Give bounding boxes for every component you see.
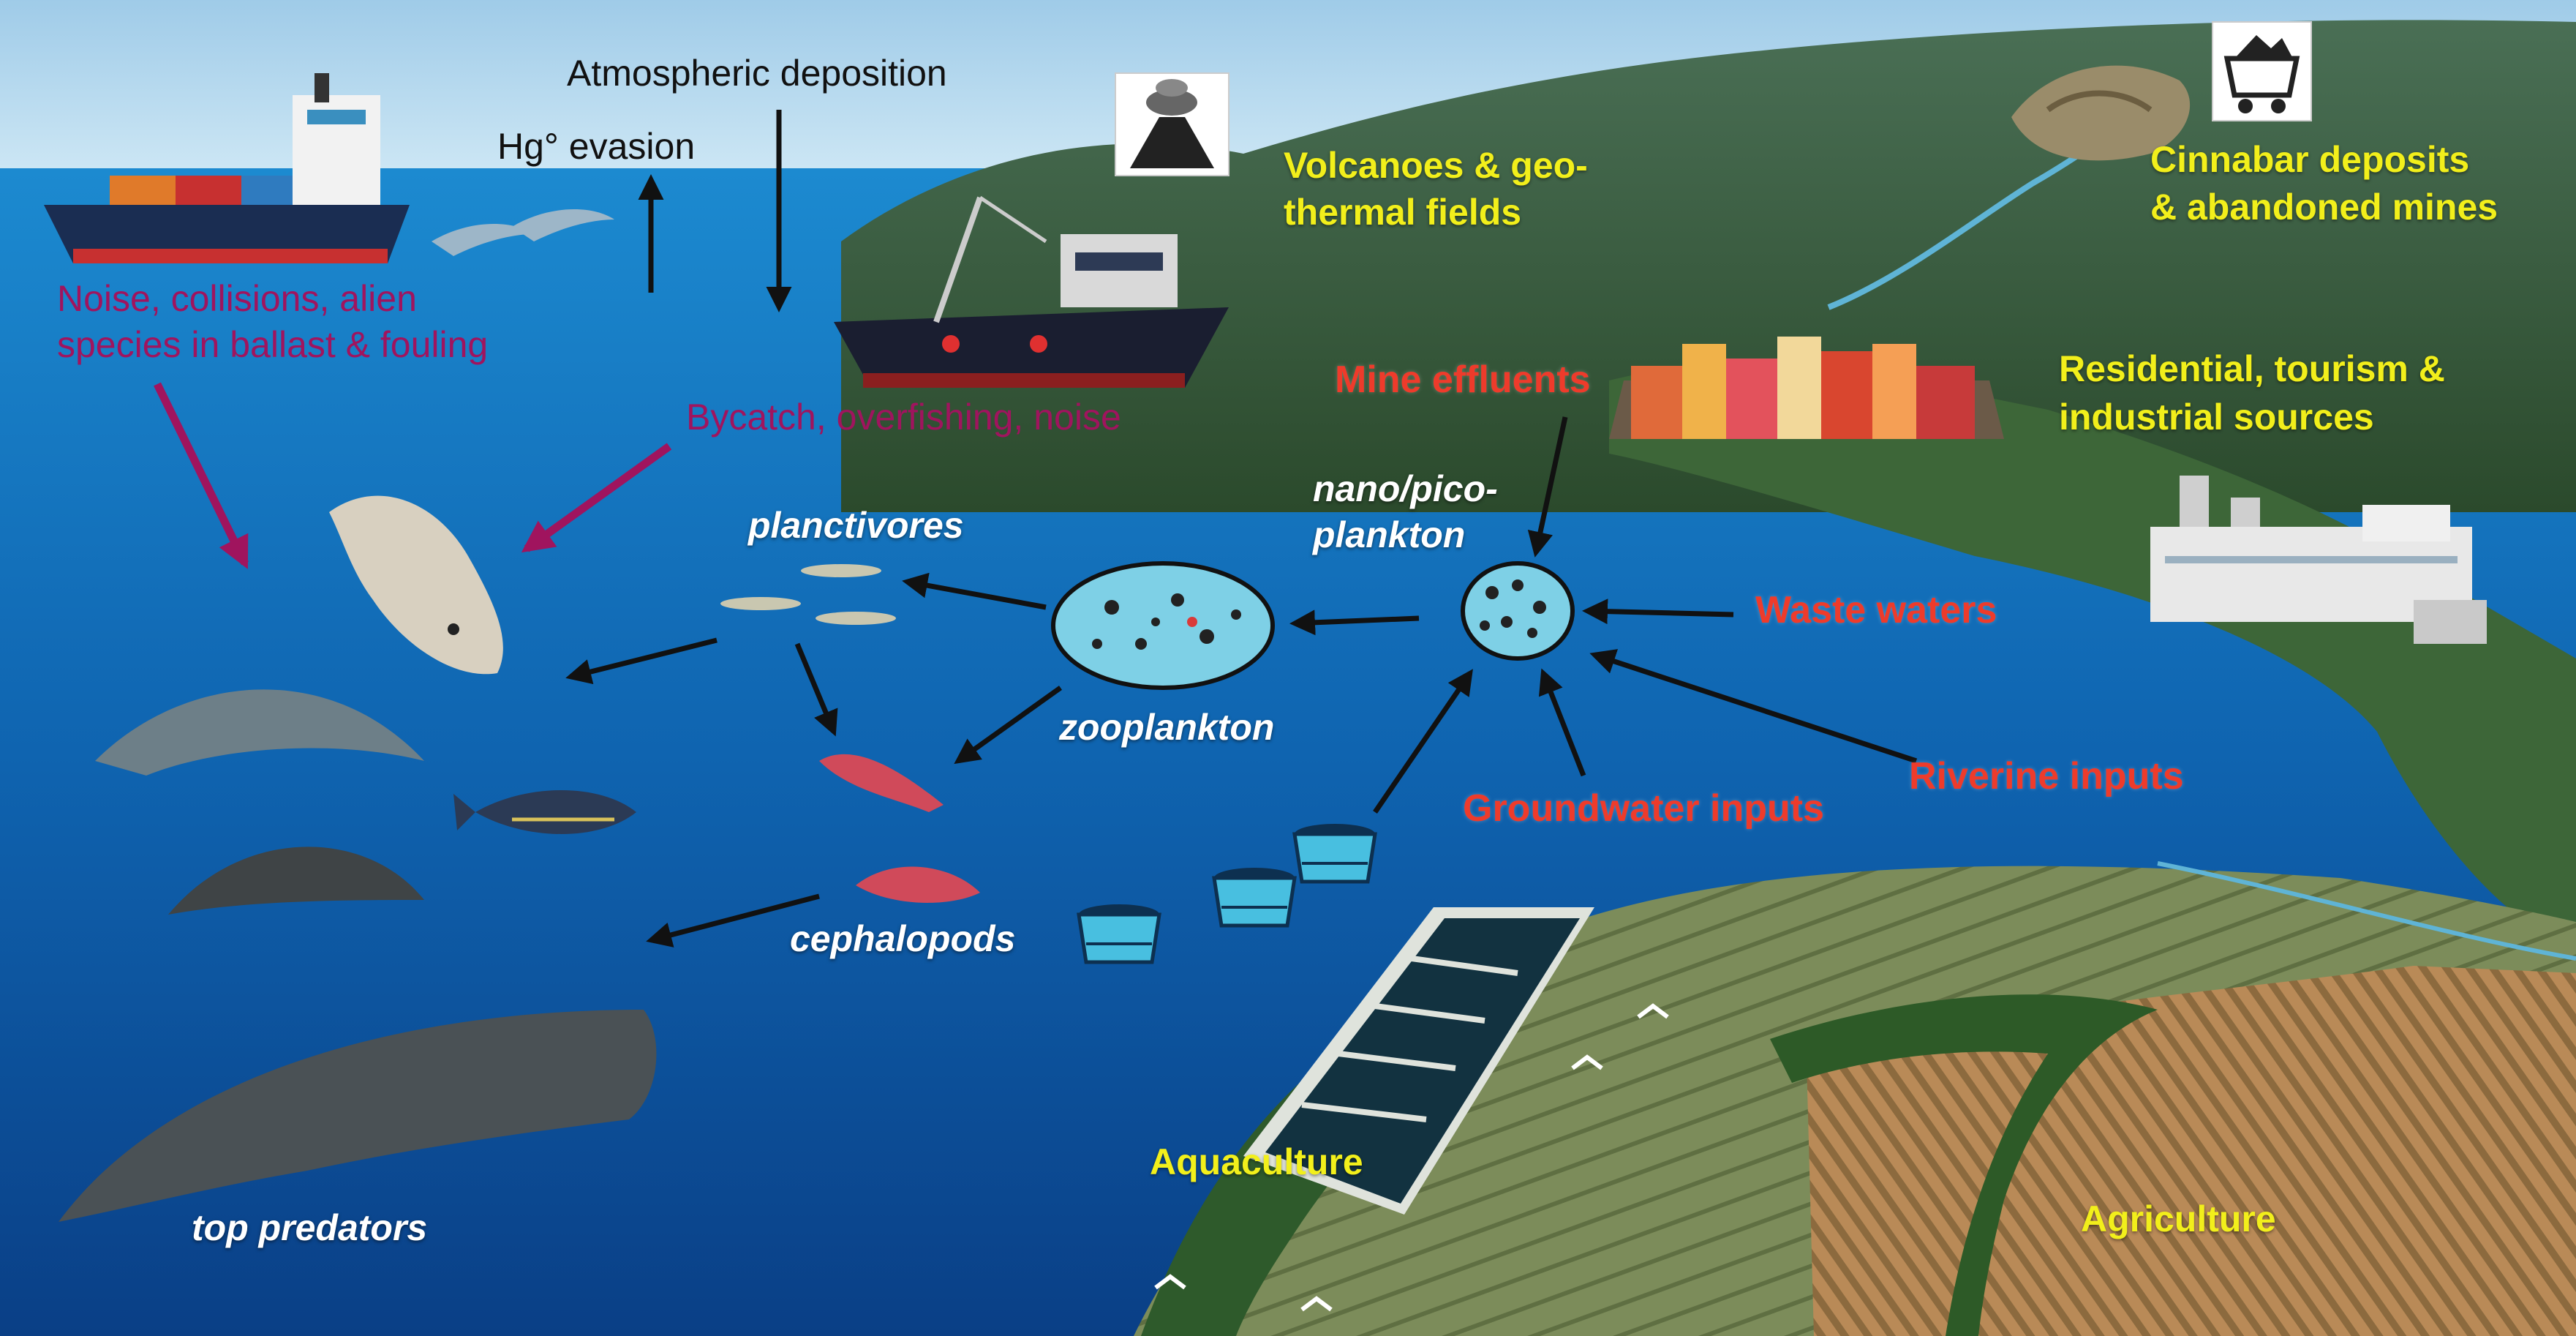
arrow-mine-effluents (1527, 416, 1568, 558)
coastal-headland (1609, 365, 2576, 951)
label-fishing-impacts: Bycatch, overfishing, noise (686, 397, 1121, 438)
nano-pico-plankton-cell (1461, 561, 1575, 661)
arrow-riverine-inputs (1589, 649, 1918, 764)
coastal-town (1609, 337, 2004, 439)
label-nano-pico-line1: nano/pico- (1313, 468, 1498, 509)
mine-cart-icon (2212, 21, 2312, 121)
seal (329, 495, 503, 675)
arrow-fishing-impacts (521, 443, 672, 553)
dolphins-icon (432, 209, 614, 256)
arrow-pico-to-zoo (1289, 609, 1420, 636)
label-volcanoes-line2: thermal fields (1284, 192, 1522, 233)
label-ship-impacts-line1: Noise, collisions, alien (57, 278, 417, 319)
arrow-aquaculture-to-plankton (1373, 669, 1473, 814)
fishing-boat (834, 195, 1229, 388)
arrow-zoo-to-planctivores (902, 572, 1047, 610)
arrow-ship-impacts (154, 382, 249, 569)
zooplankton-cell (1051, 561, 1275, 690)
label-groundwater-inputs: Groundwater inputs (1463, 787, 1824, 830)
label-cephalopods: cephalopods (790, 918, 1016, 959)
label-cinnabar-line1: Cinnabar deposits (2150, 139, 2470, 180)
arrow-planctivores-to-predators (565, 637, 718, 685)
label-hg-evasion: Hg° evasion (497, 126, 696, 167)
label-residential-line2: industrial sources (2059, 397, 2374, 438)
container-ship (44, 73, 410, 263)
cinnabar-rock (2011, 65, 2191, 161)
sperm-whale (59, 1010, 657, 1222)
label-riverine-inputs: Riverine inputs (1909, 755, 2184, 798)
arrow-cephalopods-to-predators (646, 893, 820, 947)
stream-lower (2157, 861, 2576, 961)
aquaculture-ponds (1243, 907, 1594, 1215)
arrow-groundwater-inputs (1538, 668, 1586, 777)
dolphin (95, 689, 424, 776)
label-top-predators: top predators (192, 1207, 428, 1248)
label-planctivores: planctivores (748, 505, 964, 546)
label-ship-impacts-line2: species in ballast & fouling (57, 324, 489, 365)
label-nano-pico-line2: plankton (1313, 514, 1466, 555)
aquaculture-cage-icon (1077, 824, 1377, 964)
label-mine-effluents: Mine effluents (1335, 359, 1591, 401)
pilot-whale (168, 847, 424, 915)
seagulls (1154, 1003, 1669, 1312)
factory (2150, 476, 2487, 644)
planctivores (720, 564, 896, 625)
hedgerow (1770, 994, 2158, 1336)
volcano-icon (1115, 72, 1229, 176)
label-residential-line1: Residential, tourism & (2059, 348, 2445, 389)
squid (819, 754, 980, 903)
tuna (453, 790, 636, 834)
agriculture-field (1807, 966, 2576, 1336)
label-zooplankton: zooplankton (1059, 707, 1275, 748)
label-aquaculture: Aquaculture (1150, 1141, 1363, 1182)
label-agriculture: Agriculture (2081, 1198, 2276, 1239)
impact-arrows (154, 382, 672, 569)
arrow-zoo-to-cephalopods (954, 686, 1063, 765)
label-volcanoes-line1: Volcanoes & geo- (1284, 145, 1588, 186)
label-atmospheric-deposition: Atmospheric deposition (567, 53, 947, 94)
label-cinnabar-line2: & abandoned mines (2150, 187, 2498, 228)
arrow-planctivores-to-cephalopods (794, 642, 838, 737)
arrow-waste-waters (1582, 598, 1734, 625)
flow-arrows (565, 110, 1918, 947)
label-waste-waters: Waste waters (1755, 589, 1997, 631)
